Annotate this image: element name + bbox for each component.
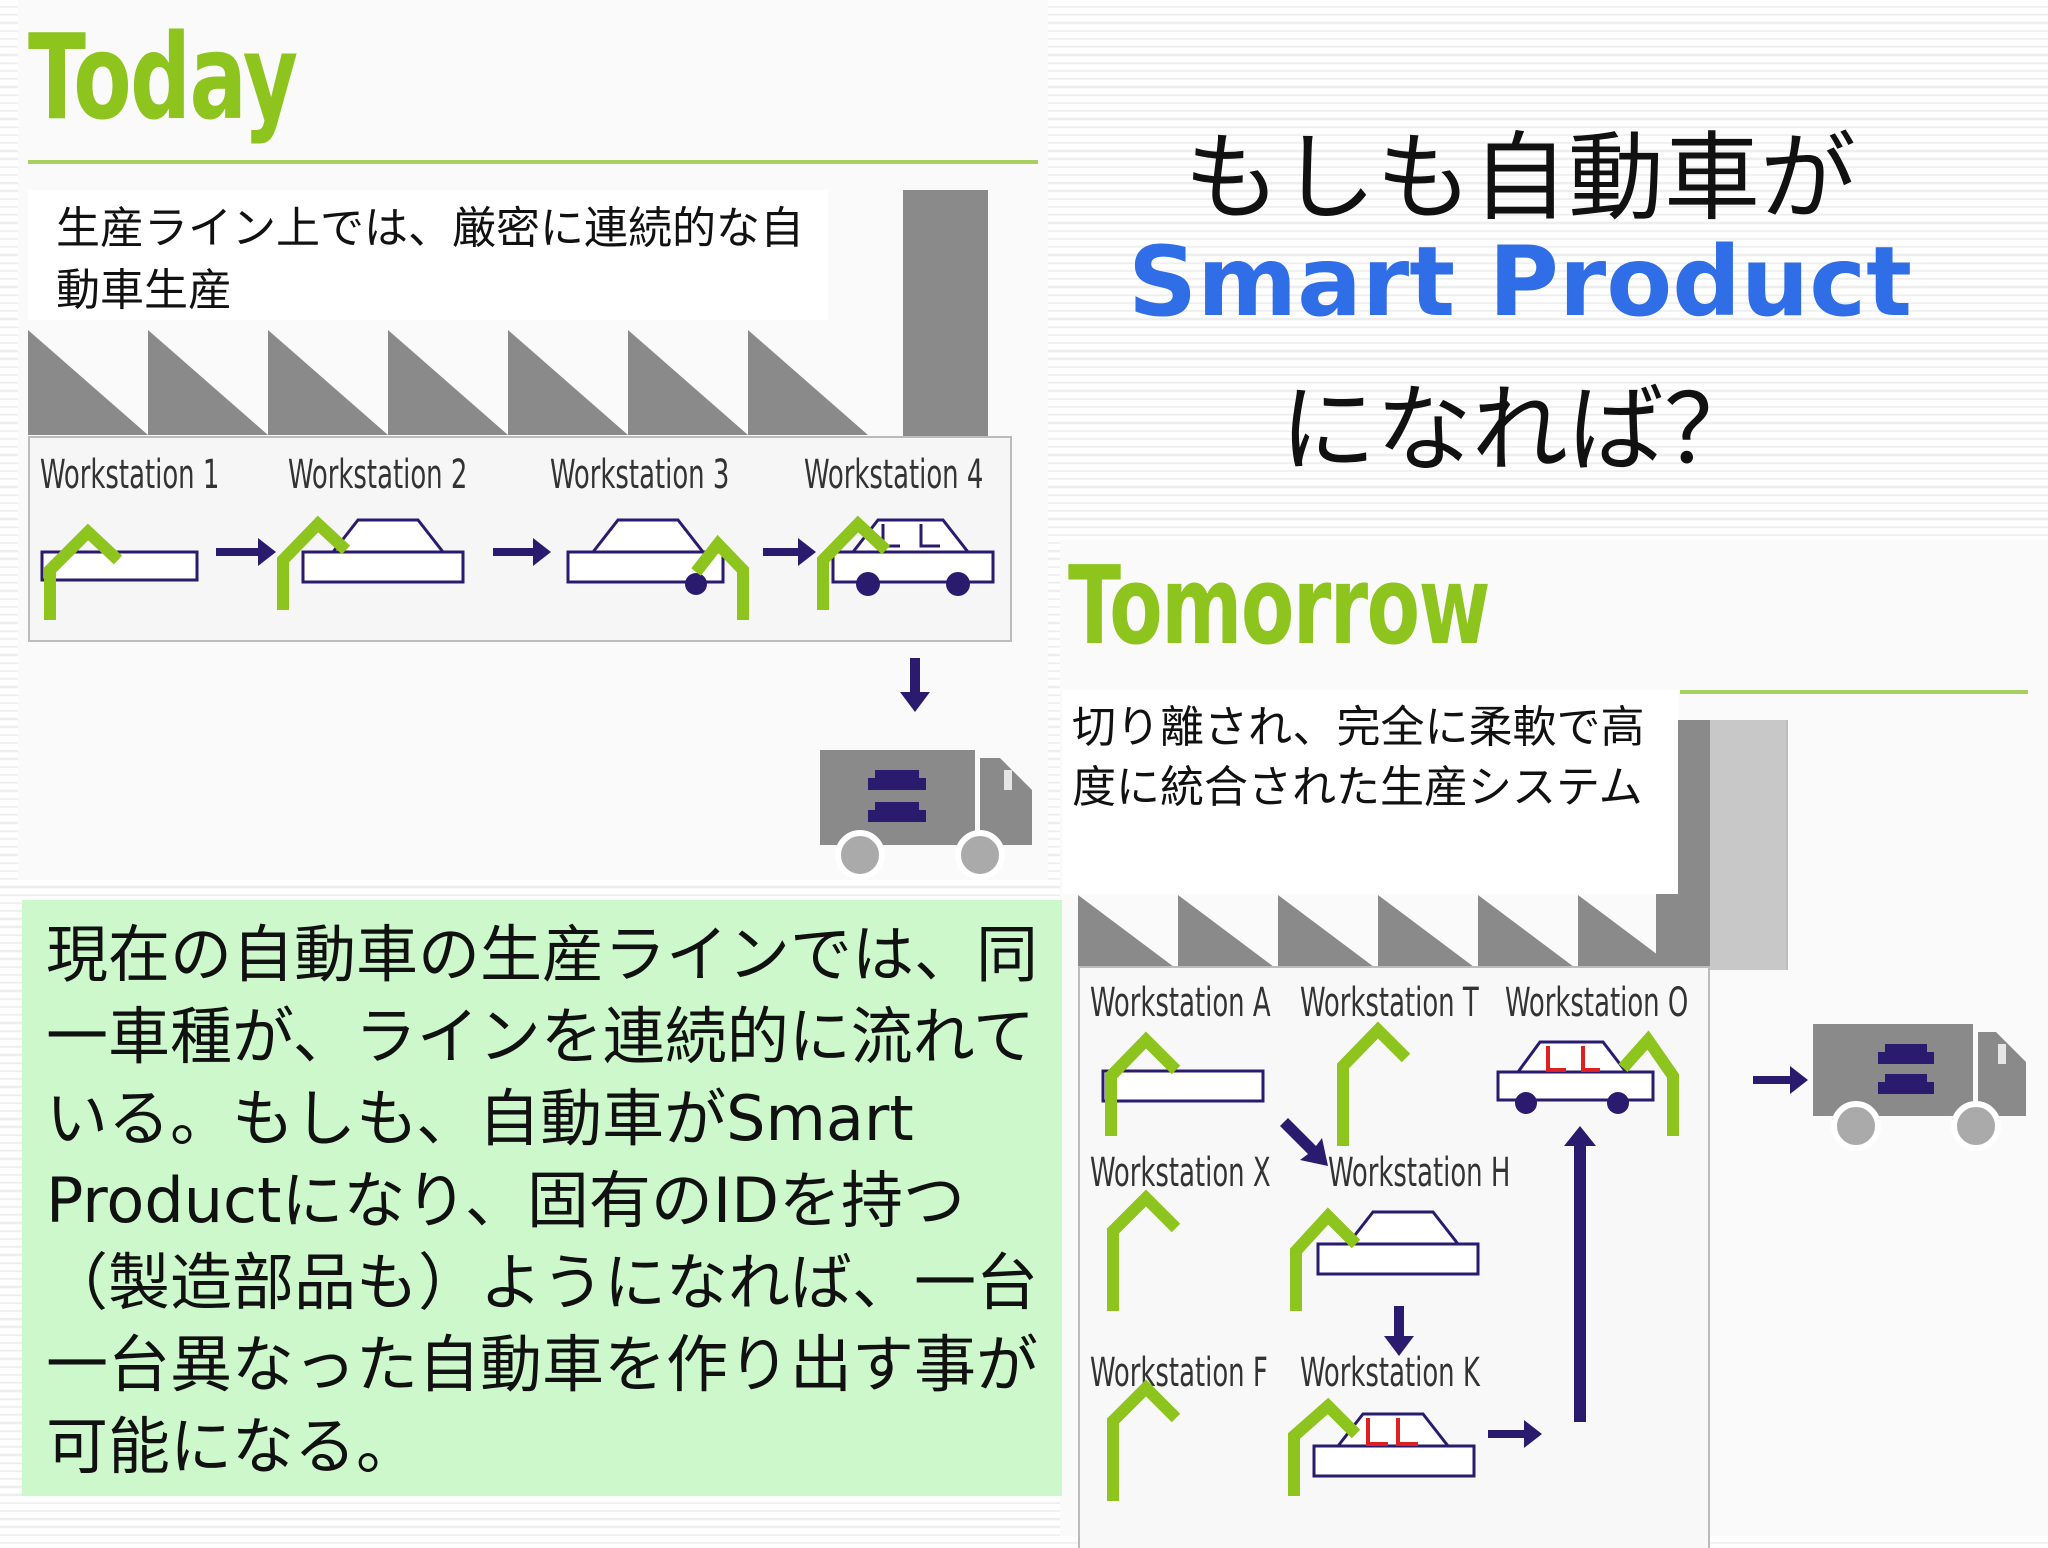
today-caption: 生産ライン上では、厳密に連続的な自動車生産 <box>28 190 828 320</box>
robot-arm-icon <box>1288 1397 1361 1496</box>
arrow-down-icon <box>1384 1306 1414 1356</box>
workstation-x-label: Workstation X <box>1090 1150 1271 1196</box>
today-factory-roof <box>28 190 988 440</box>
arrow-diagonal-icon <box>1280 1118 1328 1166</box>
robot-arm-icon <box>817 515 891 610</box>
arrow-right-icon <box>216 538 276 566</box>
arrow-right-icon <box>493 538 551 566</box>
today-rule <box>28 160 1038 164</box>
workstation-k-label: Workstation K <box>1300 1350 1480 1396</box>
arrow-right-icon <box>763 538 816 566</box>
title-line-1: もしも自動車が <box>1184 122 1856 234</box>
robot-arm-icon <box>1290 1207 1361 1311</box>
truck-icon <box>1813 1024 2026 1151</box>
robot-arm-icon <box>44 523 123 620</box>
tomorrow-rule <box>1680 690 2028 694</box>
truck-icon <box>820 750 1032 880</box>
workstation-3-label: Workstation 3 <box>550 452 730 498</box>
robot-arm-icon <box>277 515 351 610</box>
arrow-down-icon <box>900 658 930 712</box>
title-line-3: になれば？ <box>1280 374 1760 486</box>
explanation-note: 現在の自動車の生産ラインでは、同一車種が、ラインを連続的に流れている。もしも、自… <box>22 900 1062 1496</box>
workstation-o-label: Workstation O <box>1505 980 1689 1026</box>
robot-arm-icon <box>1105 1031 1181 1136</box>
workstation-a-label: Workstation A <box>1090 980 1271 1026</box>
arrow-up-icon <box>1564 1126 1596 1422</box>
workstation-4-label: Workstation 4 <box>804 452 984 498</box>
today-heading: Today <box>28 8 298 146</box>
robot-arm-icon <box>1107 1379 1181 1501</box>
workstation-1-label: Workstation 1 <box>40 452 220 498</box>
workstation-t-label: Workstation T <box>1300 980 1479 1026</box>
workstation-f-label: Workstation F <box>1090 1350 1268 1396</box>
arrow-right-icon <box>1488 1420 1542 1448</box>
workstation-h-label: Workstation H <box>1328 1150 1511 1196</box>
chassis-part <box>1101 1069 1265 1103</box>
arrow-right-icon <box>1753 1066 1808 1094</box>
tomorrow-caption: 切り離され、完全に柔軟で高度に統合された生産システム <box>1062 690 1678 894</box>
title-line-2: Smart Product <box>1127 226 1913 338</box>
tomorrow-line-diagram <box>1101 1021 2026 1501</box>
today-line-diagram <box>40 515 995 620</box>
today-output-truck <box>820 658 1032 880</box>
robot-arm-icon <box>691 534 749 620</box>
workstation-2-label: Workstation 2 <box>288 452 468 498</box>
robot-arm-icon <box>1107 1189 1181 1311</box>
robot-arm-icon <box>1337 1021 1411 1146</box>
robot-arm-icon <box>1618 1030 1679 1136</box>
tomorrow-heading: Tomorrow <box>1068 544 1490 669</box>
